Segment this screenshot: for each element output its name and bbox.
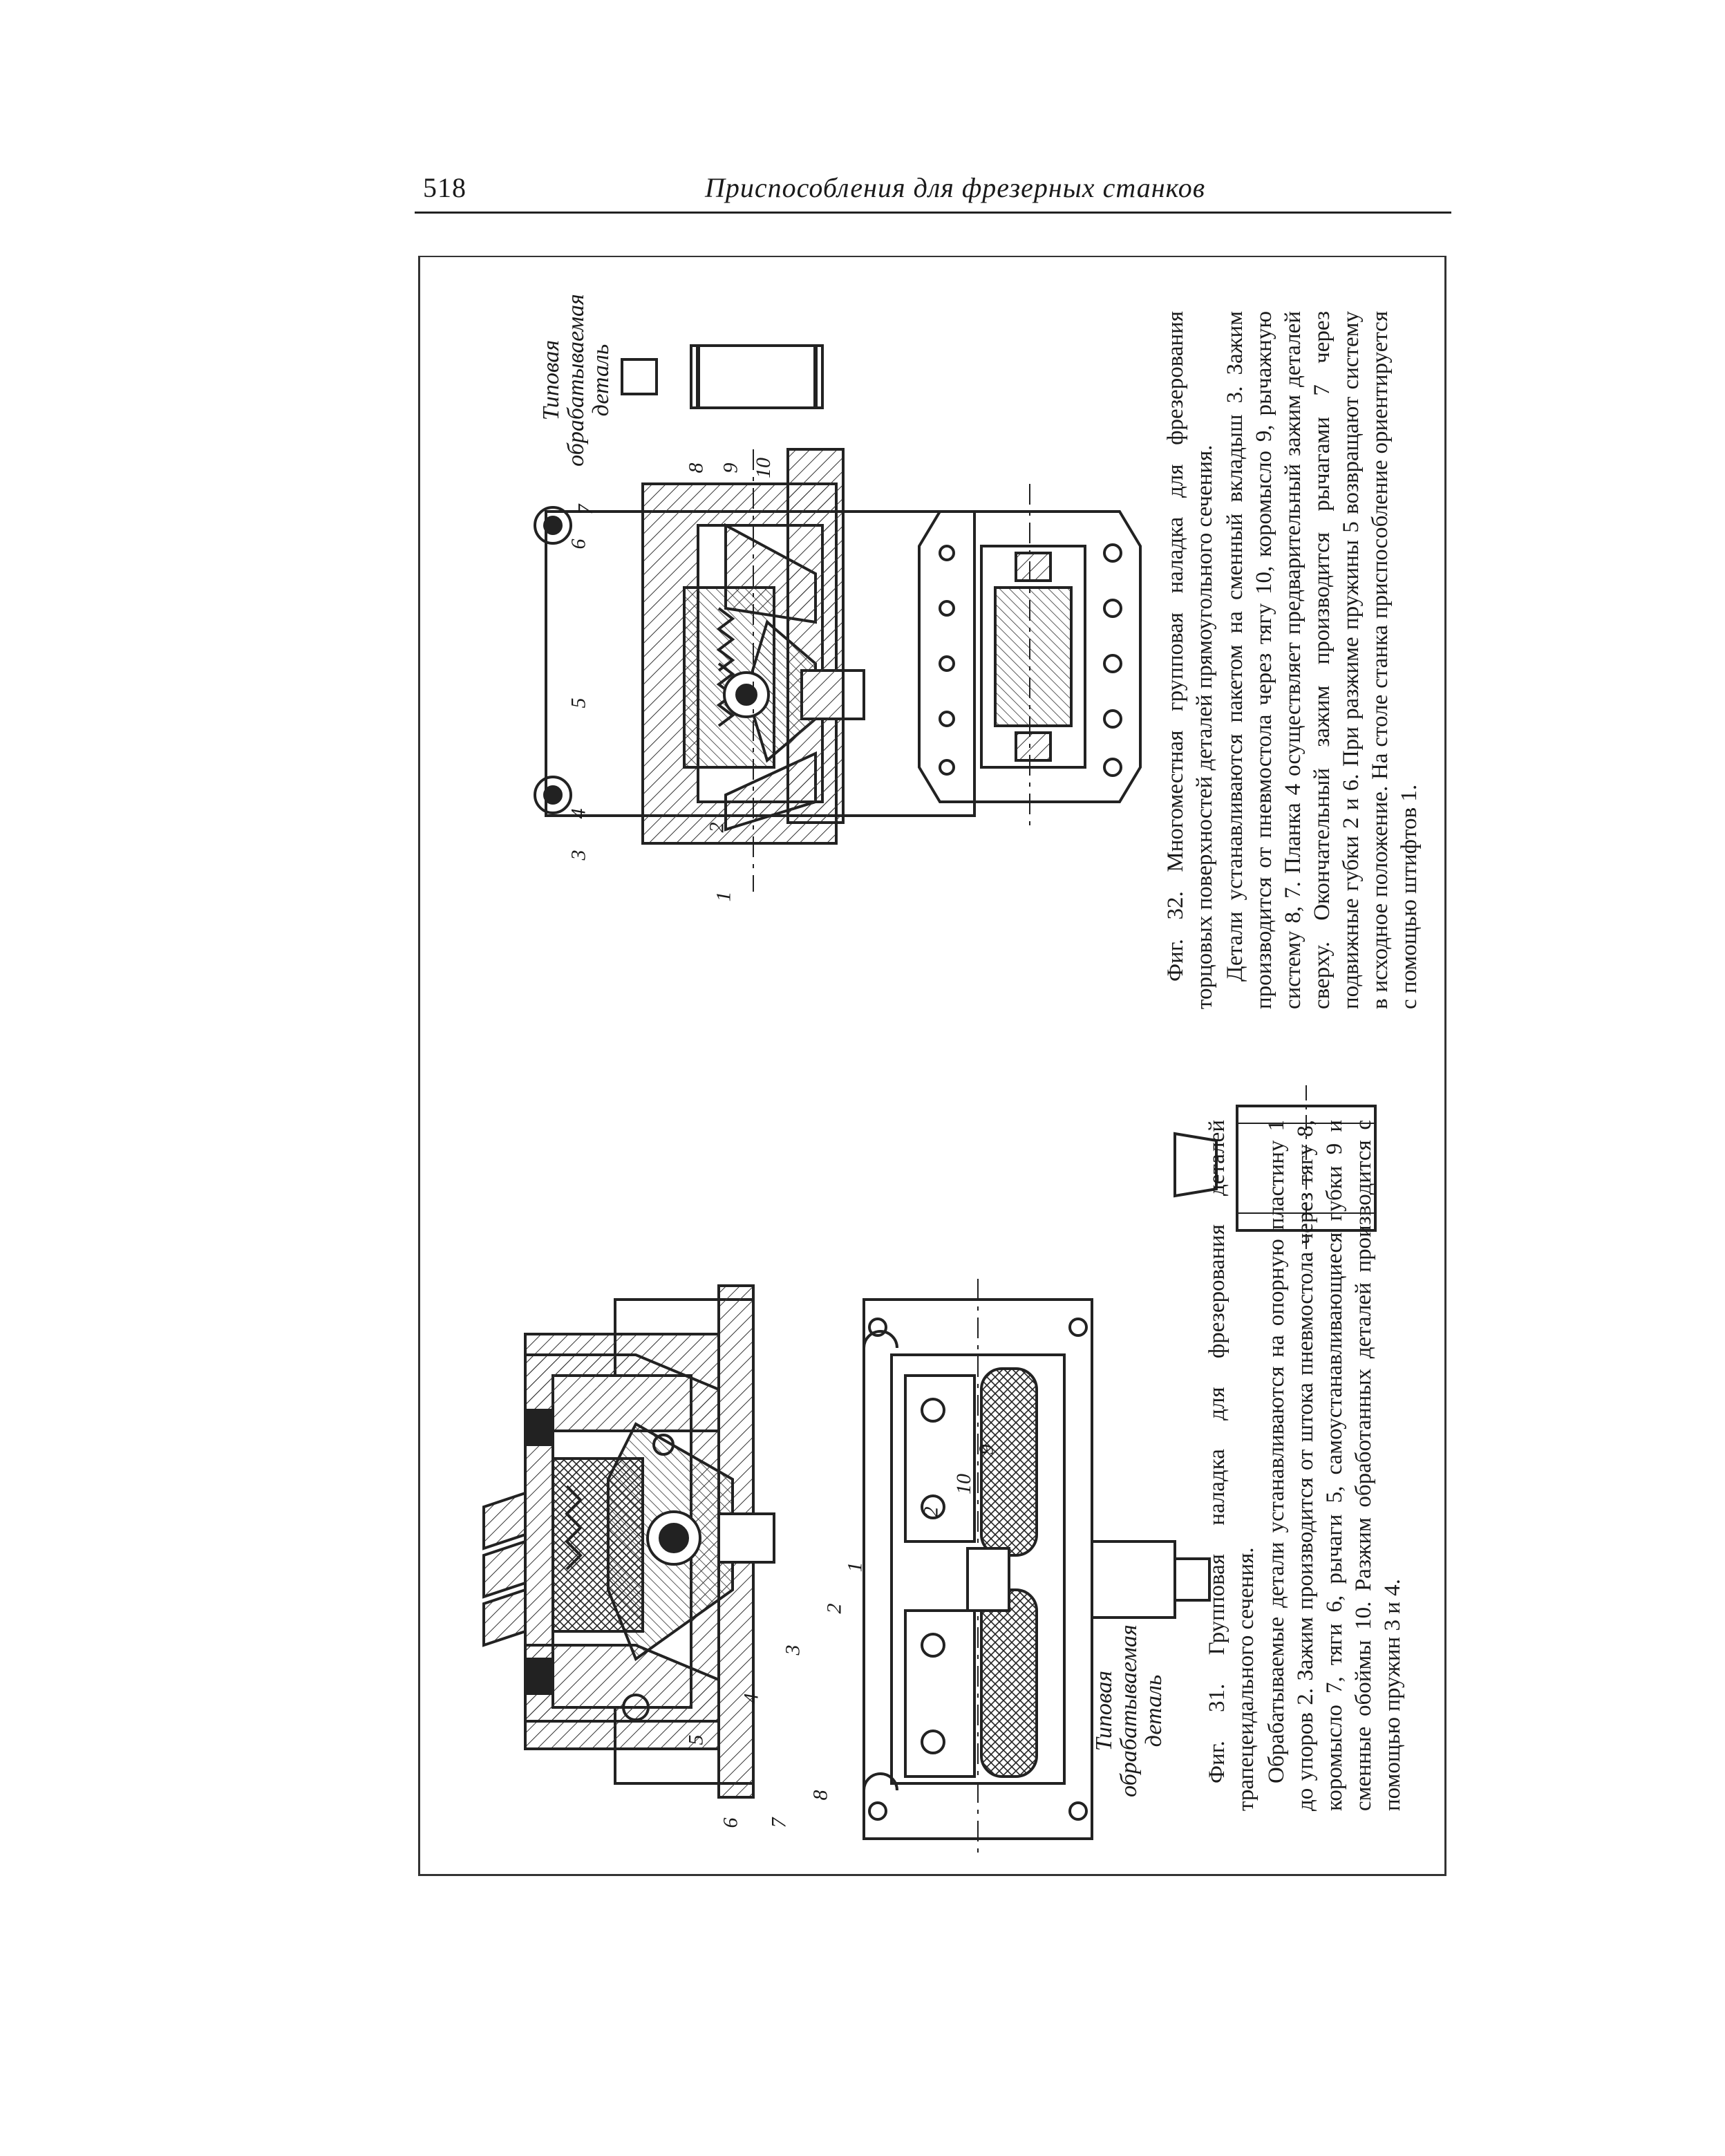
fig32-callout-2: 2 [705,822,728,833]
fig31-callout-7: 7 [767,1817,791,1828]
fig32-typical-part-label: Типовая обрабатываемая деталь [538,276,614,484]
fig31-callout-5: 5 [684,1734,708,1745]
fig31-section-view [482,1284,775,1799]
figure-frame [418,256,1446,1876]
fig31-caption-body: Обрабатываемые детали устанавливаются на… [1264,1120,1405,1811]
header-rule [415,212,1451,214]
fig32-part-label-line1: Типовая [538,339,564,421]
frame-top-rule [418,256,1446,257]
fig32-part-label-line3: деталь [588,344,614,417]
fig32-caption: Фиг. 32. Многоместная групповая наладка … [1161,311,1424,1009]
fig32-callout-6: 6 [567,538,590,550]
fig31-part-label-line2: обрабатываемая [1116,1624,1142,1797]
fig32-section-view [534,448,976,892]
fig32-callout-1: 1 [712,891,735,902]
fig32-part-label-line2: обрабатываемая [563,294,589,467]
fig31-caption-title: Фиг. 31. Групповая наладка для фрезерова… [1205,1120,1259,1811]
fig31-typical-part [1173,1085,1377,1251]
fig32-caption-title: Фиг. 32. Многоместная групповая наладка … [1163,311,1217,1009]
fig32-callout-9: 9 [719,462,742,474]
fig32-callout-3: 3 [567,850,590,861]
fig31-plan-view [862,1279,1211,1859]
fig32-callout-7: 7 [574,504,597,515]
fig31-callout-4: 4 [739,1693,763,1704]
fig31-callout-9: 9 [974,1444,998,1455]
fig32-callout-4: 4 [567,808,590,819]
fig31-callout-3: 3 [781,1644,804,1656]
fig31-callout-8: 8 [809,1790,832,1801]
fig31-callout-10: 10 [952,1474,975,1494]
fig31-part-label-line1: Типовая [1091,1670,1117,1752]
fig31-callout-2b: 2 [919,1506,943,1517]
fig32-plan-view [918,484,1142,829]
fig31-typical-part-label: Типовая обрабатываемая деталь [1091,1597,1167,1825]
fig32-caption-body: Детали устанавливаются пакетом на сменны… [1223,311,1422,1009]
running-title: Приспособления для фрезерных станков [705,172,1206,203]
fig32-callout-10: 10 [752,458,775,478]
fig31-callout-6: 6 [719,1817,742,1828]
fig32-callout-5: 5 [567,697,590,709]
fig31-callout-2: 2 [822,1603,846,1614]
fig32-typical-part [621,344,824,409]
fig31-part-label-line3: деталь [1141,1674,1167,1747]
fig32-callout-8: 8 [684,462,708,474]
fig31-caption: Фиг. 31. Групповая наладка для фрезерова… [1203,1120,1407,1811]
fig31-callout-1: 1 [843,1562,867,1573]
page-number: 518 [423,172,466,203]
